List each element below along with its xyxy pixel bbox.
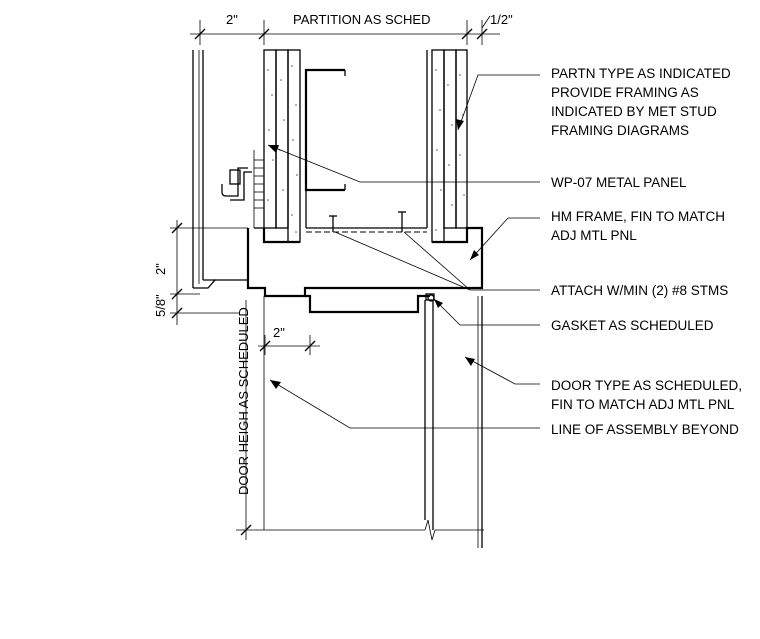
callout-line: INDICATED BY MET STUD <box>551 104 717 119</box>
callout-line: DOOR TYPE AS SCHEDULED, <box>551 378 742 393</box>
dim-bottom-small: 2" <box>273 325 285 340</box>
bottom-small-dimension: 2" <box>258 325 320 355</box>
callout-line: HM FRAME, FIN TO MATCH <box>551 209 725 224</box>
callout-line: FIN TO MATCH ADJ MTL PNL <box>551 397 735 412</box>
assembly-beyond-line <box>262 296 484 541</box>
door-leaf <box>424 296 483 548</box>
dim-top-right: 1/2" <box>490 12 513 27</box>
callout-attach-screws: ATTACH W/MIN (2) #8 STMS <box>551 283 728 298</box>
dim-partition: PARTITION AS SCHED <box>293 12 431 27</box>
dim-top-left: 2" <box>226 12 238 27</box>
callout-line: FRAMING DIAGRAMS <box>551 123 689 138</box>
hm-frame-head <box>246 211 484 314</box>
door-height-dimension: DOOR HEIGH AS SCHEDULED <box>236 300 262 540</box>
callout-line: PARTN TYPE AS INDICATED <box>551 66 731 81</box>
callout-door-type: DOOR TYPE AS SCHEDULED, FIN TO MATCH ADJ… <box>551 378 746 412</box>
left-dimension-string: 2" 5/8" <box>153 220 248 325</box>
callout-line: ADJ MTL PNL <box>551 228 637 243</box>
callout-partition-type: PARTN TYPE AS INDICATED PROVIDE FRAMING … <box>551 66 735 138</box>
dim-left-lower: 5/8" <box>153 294 168 317</box>
callout-assembly-beyond: LINE OF ASSEMBLY BEYOND <box>551 422 739 437</box>
left-partition-layers <box>253 49 301 243</box>
callout-gasket: GASKET AS SCHEDULED <box>551 318 714 333</box>
right-partition-layers <box>426 49 468 243</box>
top-dimension-string: 2" PARTITION AS SCHED 1/2" <box>190 12 513 45</box>
callout-hm-frame: HM FRAME, FIN TO MATCH ADJ MTL PNL <box>551 209 729 243</box>
dim-left-upper: 2" <box>153 263 168 275</box>
dim-door-height: DOOR HEIGH AS SCHEDULED <box>236 307 251 495</box>
callout-labels: PARTN TYPE AS INDICATED PROVIDE FRAMING … <box>551 66 746 437</box>
callout-metal-panel: WP-07 METAL PANEL <box>551 175 687 190</box>
leader-lines <box>267 74 540 429</box>
metal-panel-wall <box>192 50 252 289</box>
metal-stud <box>304 68 346 228</box>
callout-line: PROVIDE FRAMING AS <box>551 85 699 100</box>
